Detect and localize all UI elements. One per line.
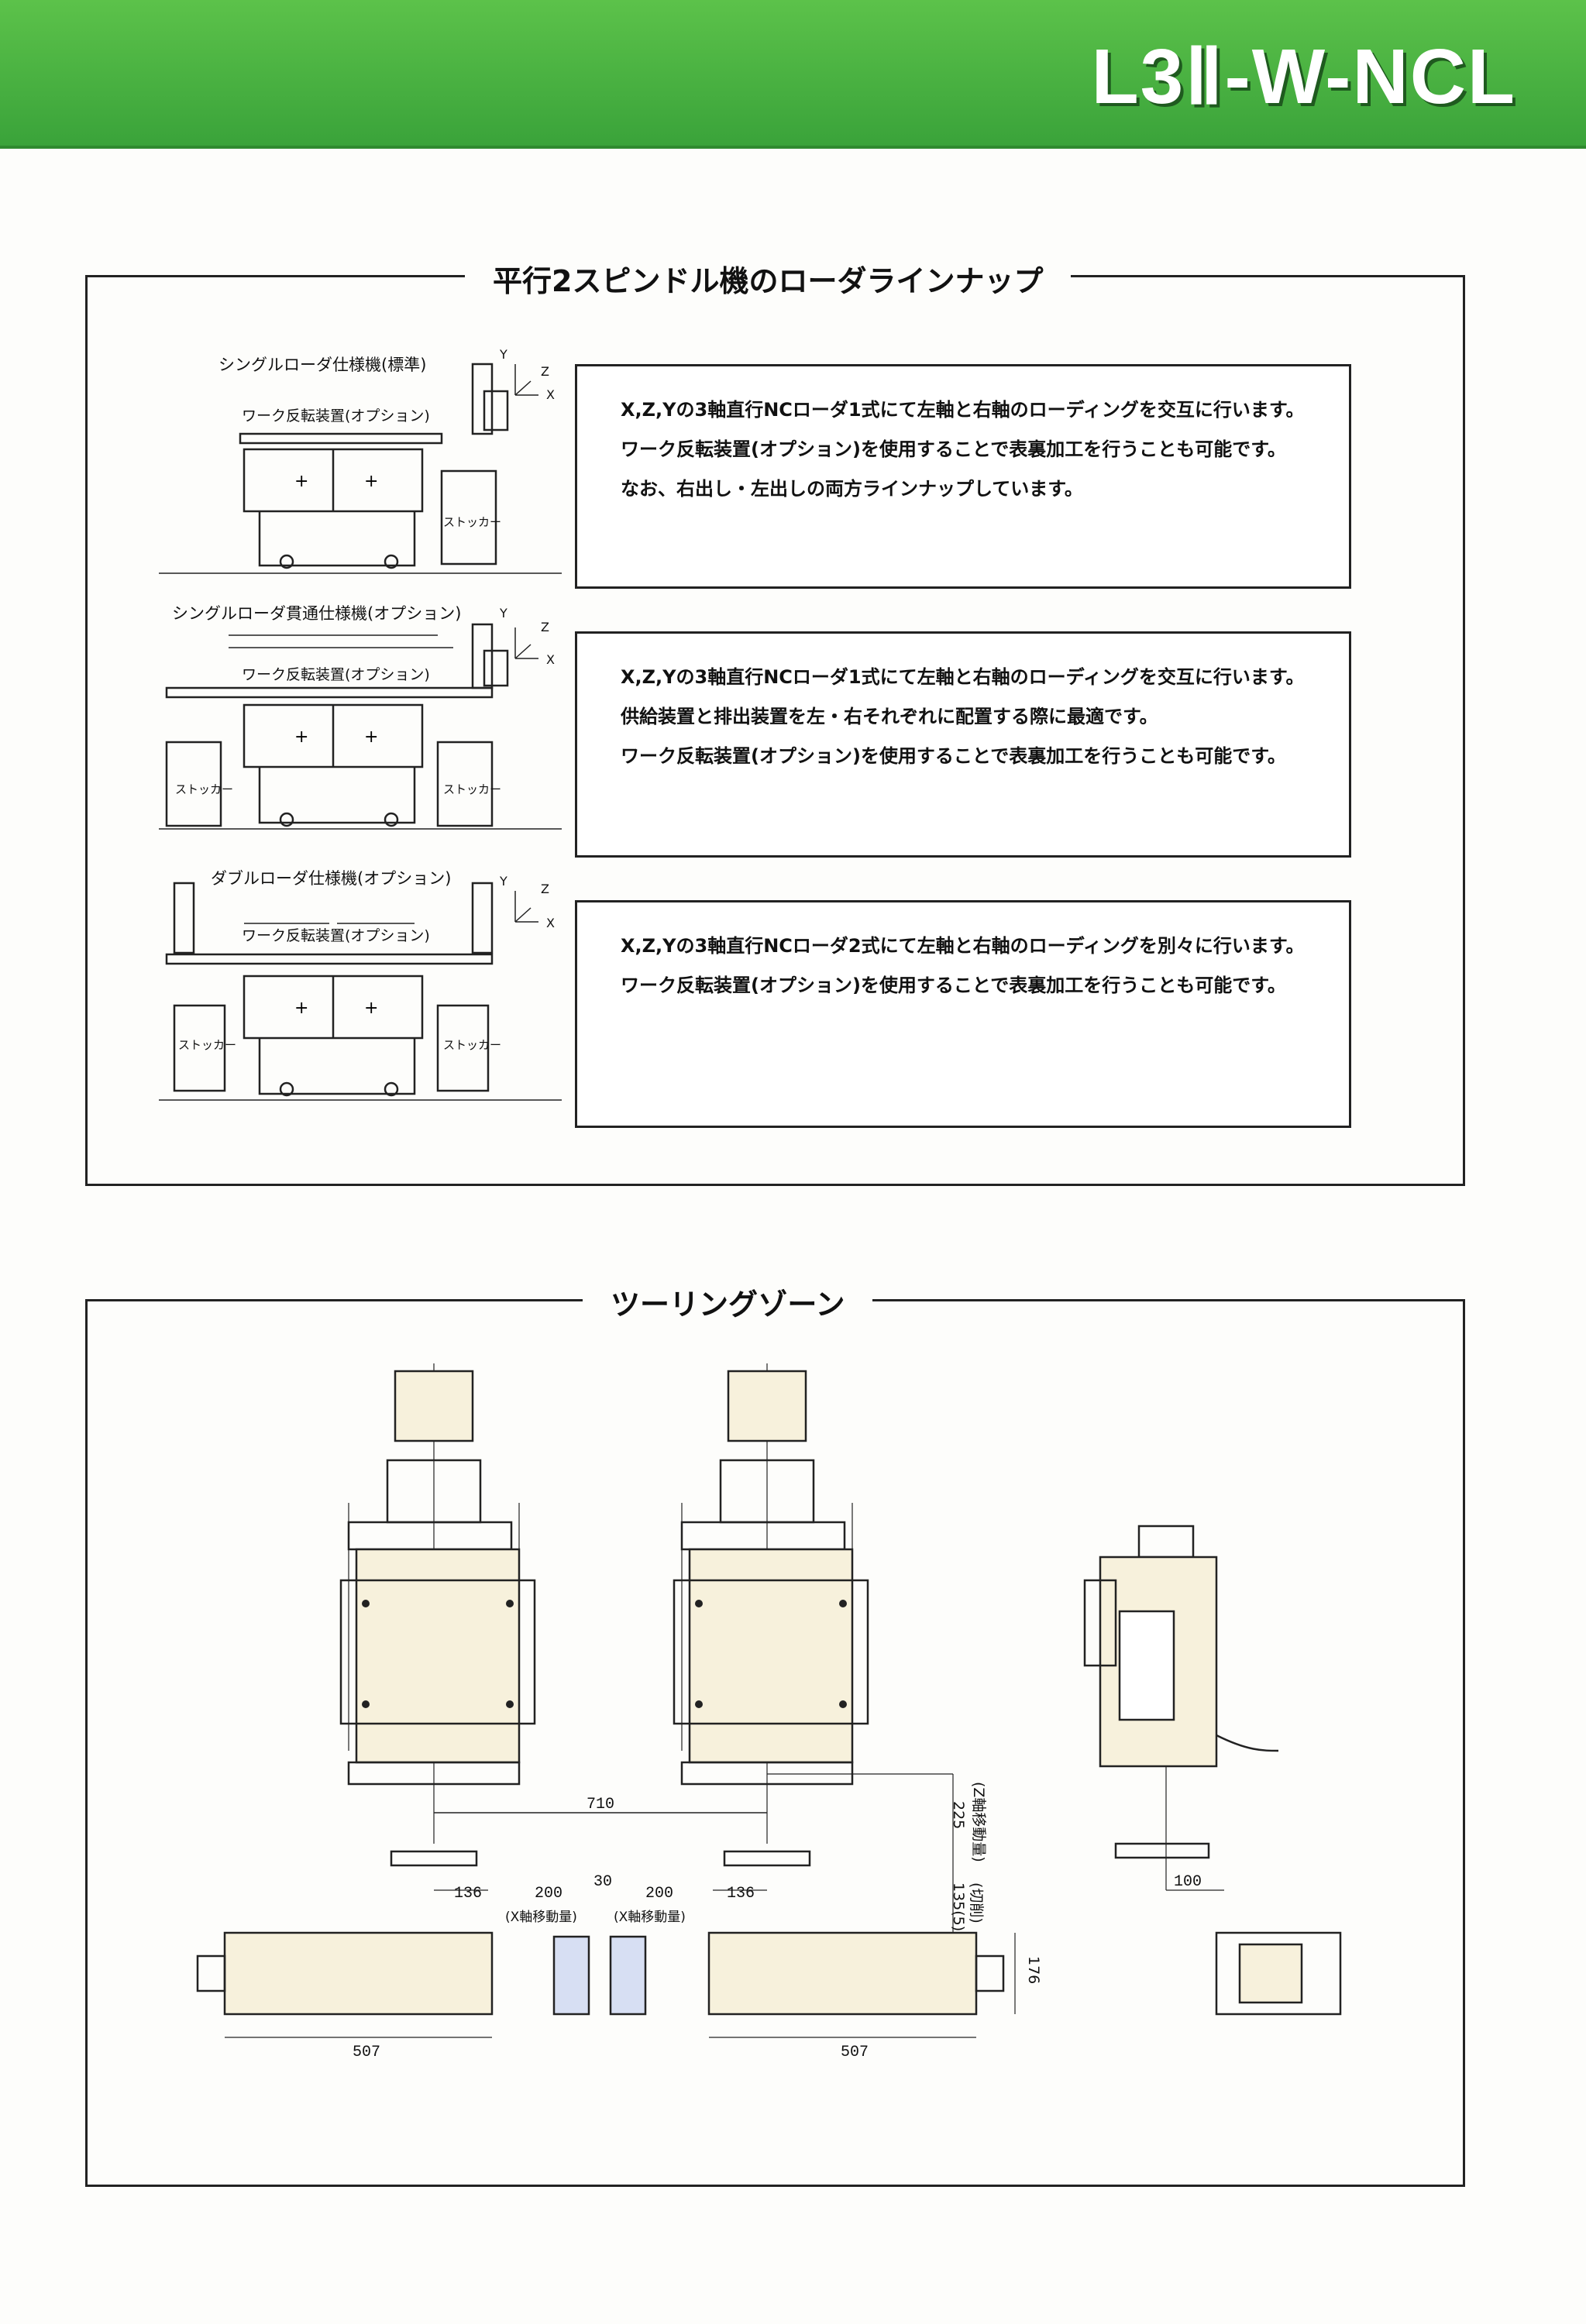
- variant2-reverser-label: ワーク反転装置(オプション): [242, 666, 430, 683]
- variant2-axis-z: Z: [541, 620, 549, 634]
- variant2-desc-line1: X,Z,Yの3軸直行NCローダ1式にて左軸と右軸のローディングを交互に行います。: [621, 666, 1305, 688]
- svg-text:+: +: [294, 727, 308, 747]
- header-bar: L3Ⅱ-W-NCL: [0, 0, 1586, 149]
- variant2-desc-line2: 供給装置と排出装置を左・右それぞれに配置する際に最適です。: [621, 706, 1158, 728]
- variant3-reverser-label: ワーク反転装置(オプション): [242, 927, 430, 944]
- dim-x-stroke-right-note: (X軸移動量): [614, 1910, 686, 1925]
- svg-text:+: +: [294, 999, 308, 1018]
- dim-chuck-width: 176: [1025, 1956, 1042, 1985]
- variant3-loader-drawing: ++: [159, 882, 562, 1101]
- variant3-desc-line1: X,Z,Yの3軸直行NCローダ2式にて左軸と右軸のローディングを別々に行います。: [621, 935, 1305, 957]
- svg-text:+: +: [364, 727, 378, 747]
- variant2-label: シングルローダ貫通仕様機(オプション): [172, 604, 462, 623]
- dim-bottom-offset: 135(5): [950, 1882, 967, 1932]
- dim-gap: 30: [593, 1873, 613, 1891]
- variant3-stocker-right-label: ストッカー: [443, 1038, 502, 1052]
- dim-side-offset: 100: [1174, 1873, 1202, 1891]
- variant3-axis-x: X: [546, 916, 555, 930]
- variant1-axis-z: Z: [541, 364, 549, 379]
- variant2-axis-x: X: [546, 652, 555, 667]
- svg-text:+: +: [294, 472, 308, 491]
- variant3-stocker-left-label: ストッカー: [178, 1038, 237, 1052]
- dim-x-stroke-left: 200: [535, 1885, 563, 1903]
- svg-text:+: +: [364, 999, 378, 1018]
- dim-spindle-pitch: 710: [587, 1796, 615, 1813]
- variant3-label: ダブルローダ仕様機(オプション): [211, 869, 452, 888]
- dim-bottom-offset-note: (切削): [968, 1882, 985, 1923]
- variant1-loader-drawing: ++: [159, 363, 562, 574]
- dim-z-stroke: 225: [950, 1801, 967, 1830]
- variant1-axis-x: X: [546, 387, 555, 402]
- model-title: L3Ⅱ-W-NCL: [1091, 33, 1516, 120]
- variant3-description: X,Z,Yの3軸直行NCローダ2式にて左軸と右軸のローディングを別々に行います。…: [575, 900, 1351, 1128]
- dim-right-offset: 136: [727, 1885, 755, 1903]
- variant1-reverser-label: ワーク反転装置(オプション): [242, 407, 430, 425]
- tooling-zone-drawing: [196, 1363, 1342, 2038]
- dim-x-stroke-right: 200: [645, 1885, 674, 1903]
- variant1-label: シングルローダ仕様機(標準): [218, 356, 427, 374]
- variant1-desc-line3: なお、右出し・左出しの両方ラインナップしています。: [621, 478, 1083, 500]
- svg-text:+: +: [364, 472, 378, 491]
- variant2-axis-y: Y: [500, 606, 507, 621]
- dim-left-offset: 136: [454, 1885, 483, 1903]
- variant3-axis-y: Y: [500, 874, 507, 889]
- variant2-stocker-left-label: ストッカー: [175, 782, 234, 796]
- variant1-stocker-label: ストッカー: [443, 515, 502, 529]
- dim-bed-length-left: 507: [353, 2044, 381, 2061]
- variant2-desc-line3: ワーク反転装置(オプション)を使用することで表裏加工を行うことも可能です。: [621, 745, 1286, 768]
- variant2-loader-drawing: ++: [159, 623, 562, 830]
- variant3-desc-line2: ワーク反転装置(オプション)を使用することで表裏加工を行うことも可能です。: [621, 975, 1286, 997]
- loader-lineup-title: 平行2スピンドル機のローダラインナップ: [465, 257, 1072, 300]
- variant1-desc-line2: ワーク反転装置(オプション)を使用することで表裏加工を行うことも可能です。: [621, 438, 1286, 461]
- variant1-description: X,Z,Yの3軸直行NCローダ1式にて左軸と右軸のローディングを交互に行います。…: [575, 364, 1351, 589]
- variant2-description: X,Z,Yの3軸直行NCローダ1式にて左軸と右軸のローディングを交互に行います。…: [575, 631, 1351, 858]
- dim-bed-length-right: 507: [841, 2044, 869, 2061]
- variant1-axis-y: Y: [500, 347, 507, 362]
- dim-x-stroke-left-note: (X軸移動量): [505, 1910, 577, 1925]
- variant2-stocker-right-label: ストッカー: [443, 782, 502, 796]
- tooling-zone-title: ツーリングゾーン: [583, 1281, 873, 1323]
- variant1-desc-line1: X,Z,Yの3軸直行NCローダ1式にて左軸と右軸のローディングを交互に行います。: [621, 399, 1305, 421]
- dim-z-stroke-note: (Z軸移動量): [970, 1782, 987, 1862]
- variant3-axis-z: Z: [541, 882, 549, 896]
